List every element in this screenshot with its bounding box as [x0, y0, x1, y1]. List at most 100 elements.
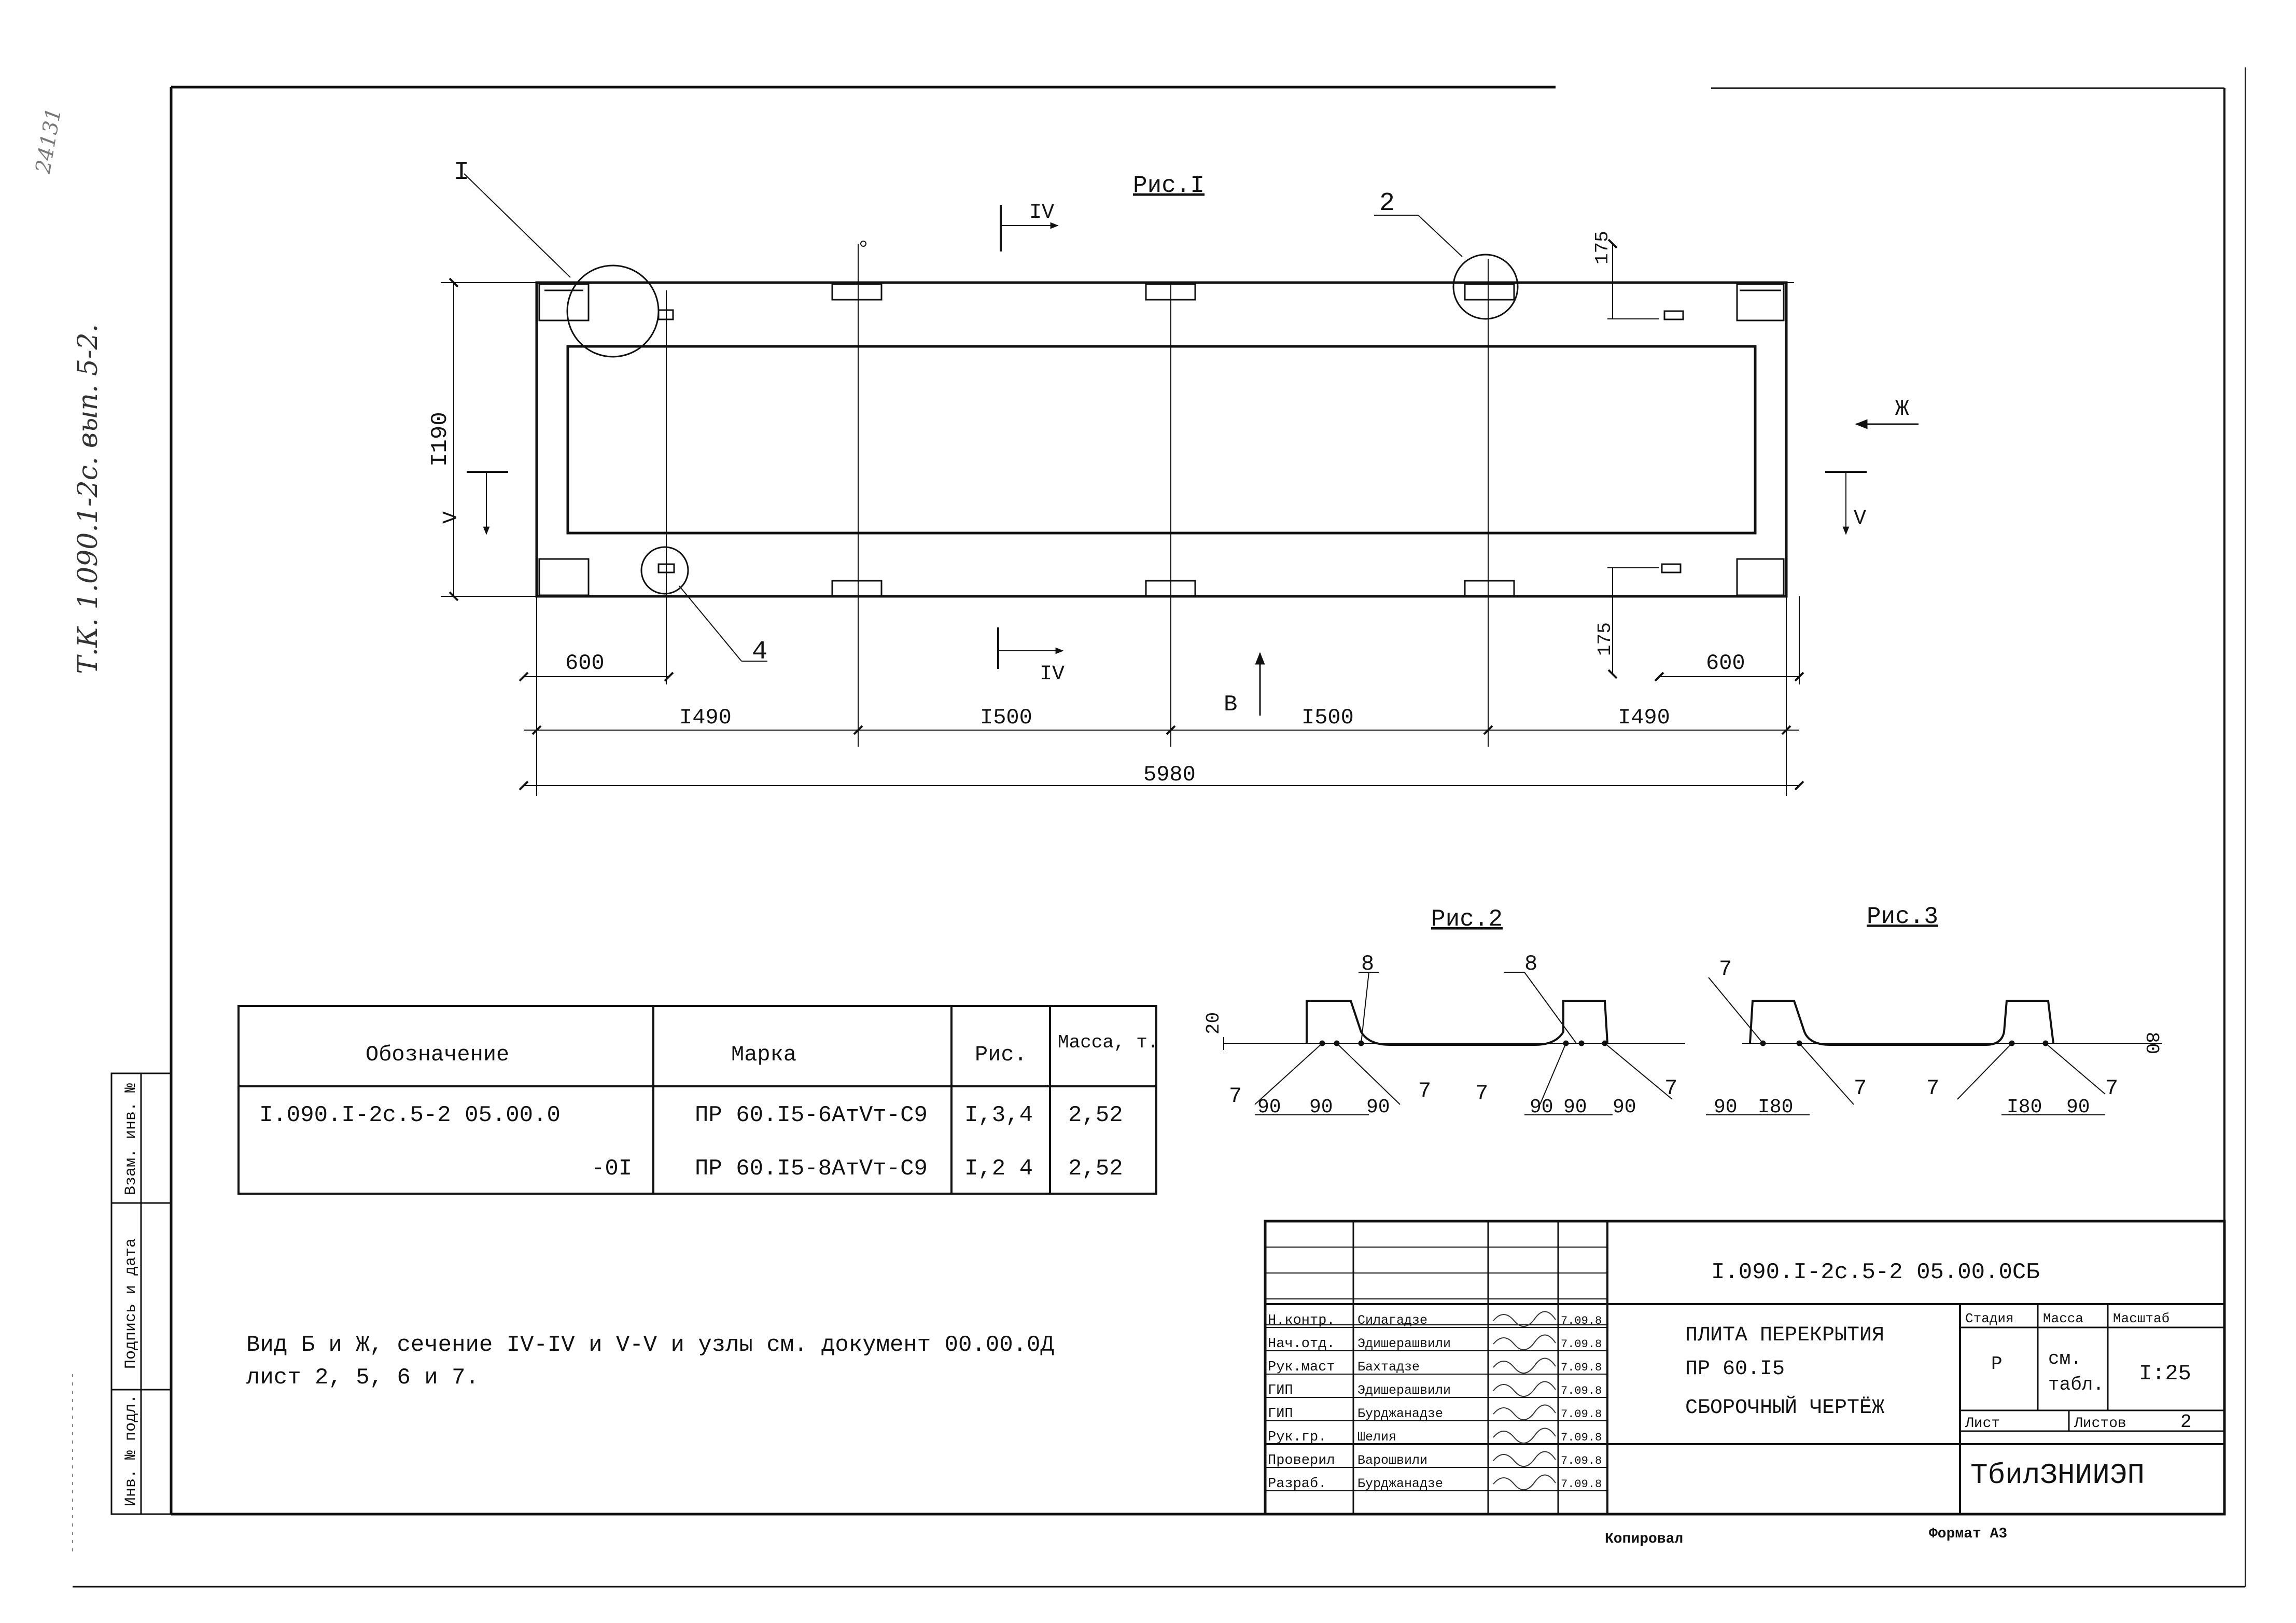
spec-header-designation: Обозначение — [366, 1042, 509, 1067]
figure-2-title: Рис.2 — [1431, 906, 1503, 933]
dim-span-4: I490 — [1618, 705, 1670, 730]
dim-top-right: 175 — [1592, 231, 1613, 264]
role-date: 7.09.8 — [1561, 1314, 1602, 1327]
fig2-label-7-c: 7 — [1475, 1081, 1488, 1106]
role-name: Варошвили — [1357, 1453, 1427, 1468]
note-line-1: Вид Б и Ж, сечение IV-IV и V-V и узлы см… — [246, 1332, 1054, 1358]
dim-bottom-right: 175 — [1594, 622, 1616, 656]
title-mass-value-1: см. — [2048, 1348, 2082, 1369]
callout-1: I — [454, 158, 469, 187]
title-block-grid — [1264, 1220, 2226, 1516]
fig2-label-8-left: 8 — [1361, 952, 1374, 976]
fig2-dim-90-b: 90 — [1309, 1096, 1333, 1118]
role-date: 7.09.8 — [1561, 1454, 1602, 1467]
signature-mark — [1493, 1334, 1556, 1350]
side-inv-label: Инв. № подл. — [122, 1394, 140, 1506]
fig2-dim-90-a: 90 — [1257, 1096, 1281, 1118]
footer-format: Формат А3 — [1929, 1526, 2007, 1542]
title-sheets-count: 2 — [2180, 1411, 2192, 1433]
figure-3-title: Рис.3 — [1867, 903, 1938, 930]
fig2-label-7-b: 7 — [1418, 1079, 1431, 1103]
dim-right-600: 600 — [1706, 651, 1745, 676]
signature-mark — [1493, 1428, 1556, 1444]
dim-total: 5980 — [1143, 762, 1196, 787]
section-iv-bottom-label: IV — [1040, 663, 1065, 686]
title-sheets-label: Листов — [2074, 1416, 2126, 1432]
view-zh-label: Ж — [1895, 396, 1909, 422]
dim-span-3: I500 — [1301, 705, 1354, 730]
spec-header-fig: Рис. — [975, 1042, 1027, 1067]
sheet-frame — [72, 67, 2246, 1588]
role-date: 7.09.8 — [1561, 1478, 1602, 1491]
figure-1-labels: Рис.I I 2 4 IV IV V V В Ж I190 175 175 6… — [427, 158, 1909, 787]
role-name: Бурджанадзе — [1357, 1406, 1443, 1421]
section-iv-top-label: IV — [1029, 201, 1054, 225]
fig2-dim-20: 20 — [1203, 1012, 1224, 1034]
spec-row2-mark: ПР 60.I5-8АтVт-С9 — [695, 1156, 928, 1182]
dim-height: I190 — [427, 412, 453, 467]
fig3-dim-180-left: I80 — [1758, 1096, 1793, 1118]
side-stamp-labels: Инв. № подл. Подпись и дата Взам. инв. № — [122, 1083, 140, 1506]
role-label: Рук.маст — [1268, 1360, 1335, 1375]
spec-header-mark: Марка — [731, 1042, 796, 1067]
dim-span-2: I500 — [980, 705, 1032, 730]
spec-table-grid — [237, 1005, 1157, 1195]
title-stage-header: Стадия — [1965, 1311, 2014, 1326]
role-label: Разраб. — [1268, 1476, 1326, 1492]
fig2-dim-90-e: 90 — [1563, 1096, 1587, 1118]
spec-row2-fig: I,2 4 — [964, 1156, 1033, 1182]
title-line-3: СБОРОЧНЫЙ ЧЕРТЁЖ — [1685, 1395, 1884, 1420]
dim-span-1: I490 — [679, 705, 732, 730]
figure-3-labels: Рис.3 7 7 7 7 90 I80 I80 90 80 — [1714, 903, 2162, 1118]
spec-row1-fig: I,3,4 — [964, 1102, 1033, 1128]
figure-3-section — [1706, 977, 2162, 1115]
role-date: 7.09.8 — [1561, 1361, 1602, 1374]
fig3-label-7-d: 7 — [2105, 1076, 2118, 1101]
fig3-label-7-b: 7 — [1854, 1076, 1867, 1101]
role-name: Эдишерашвили — [1357, 1336, 1451, 1351]
fig2-label-7-a: 7 — [1229, 1084, 1242, 1109]
note-line-2: лист 2, 5, 6 и 7. — [246, 1365, 479, 1391]
role-label: ГИП — [1268, 1383, 1293, 1398]
section-v-right-label: V — [1854, 507, 1866, 530]
role-name: Бурджанадзе — [1357, 1476, 1443, 1491]
signature-mark — [1493, 1451, 1556, 1467]
signature-mark — [1493, 1358, 1556, 1374]
spec-row1-mass: 2,52 — [1068, 1102, 1123, 1128]
figure-2-labels: Рис.2 8 8 7 7 7 7 90 90 90 90 90 90 20 — [1203, 906, 1677, 1118]
signature-mark — [1493, 1311, 1556, 1327]
role-date: 7.09.8 — [1561, 1408, 1602, 1421]
drawing-note: Вид Б и Ж, сечение IV-IV и V-V и узлы см… — [246, 1332, 1054, 1391]
role-date: 7.09.8 — [1561, 1384, 1602, 1397]
signature-mark — [1493, 1404, 1556, 1420]
title-line-1: ПЛИТА ПЕРЕКРЫТИЯ — [1685, 1324, 1884, 1347]
callout-4: 4 — [752, 637, 767, 667]
fig3-dim-90-left: 90 — [1714, 1096, 1738, 1118]
role-label: ГИП — [1268, 1406, 1293, 1422]
title-scale-header: Масштаб — [2113, 1311, 2169, 1326]
title-sheet-label: Лист — [1965, 1416, 2000, 1432]
role-name: Шелия — [1357, 1430, 1396, 1445]
figure-1-slab-plan — [441, 173, 1919, 796]
spec-row1-designation: I.090.I-2с.5-2 05.00.0 — [259, 1102, 561, 1128]
spec-header-mass: Масса, т. — [1058, 1032, 1158, 1053]
title-line-2: ПР 60.I5 — [1685, 1358, 1785, 1381]
figure-2-section — [1223, 972, 1685, 1115]
fig2-label-8-right: 8 — [1524, 952, 1537, 976]
role-date: 7.09.8 — [1561, 1338, 1602, 1351]
role-label: Рук.гр. — [1268, 1430, 1326, 1445]
side-replace-label: Взам. инв. № — [122, 1083, 140, 1195]
callout-2: 2 — [1379, 189, 1395, 218]
title-stage-value: Р — [1991, 1353, 2003, 1375]
role-name: Эдишерашвили — [1357, 1383, 1451, 1398]
view-b-label: В — [1224, 692, 1237, 718]
footer: Копировал Формат А3 — [1605, 1526, 2007, 1547]
spec-row1-mark: ПР 60.I5-6АтVт-С9 — [695, 1102, 928, 1128]
fig2-dim-90-c: 90 — [1366, 1096, 1390, 1118]
title-scale-value: I:25 — [2139, 1361, 2191, 1386]
spec-row2-designation: -0I — [591, 1156, 632, 1182]
side-stamp-columns — [110, 1072, 172, 1515]
